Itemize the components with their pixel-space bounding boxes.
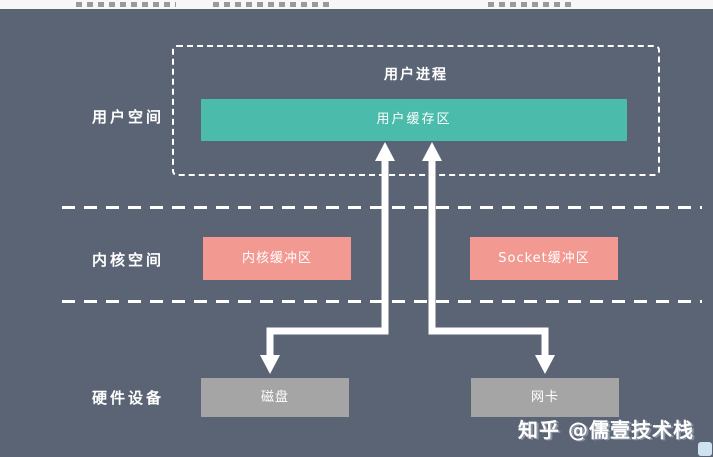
watermark-text: 知乎 @儒壹技术栈: [518, 418, 694, 442]
corner-logo-icon: [698, 442, 712, 456]
arrowhead-down-into-disk: [260, 355, 280, 374]
edge-mark: [76, 2, 176, 7]
label-hardware: 硬件设备: [92, 389, 165, 407]
edge-mark: [213, 2, 329, 7]
edge-mark: [488, 2, 574, 7]
kernel-buffer-box: 内核缓冲区: [203, 237, 351, 280]
user-buffer-box: 用户缓存区: [201, 99, 627, 141]
separator-kernel-hardware: [62, 300, 702, 303]
label-kernel-space: 内核空间: [92, 251, 165, 269]
disk-box: 磁盘: [201, 378, 349, 417]
user-process-box: 用户进程 用户缓存区: [172, 45, 660, 176]
browser-edge-strip: [0, 0, 713, 9]
user-process-title: 用户进程: [384, 67, 448, 83]
nic-box: 网卡: [471, 378, 619, 417]
arrowhead-down-into-nic: [535, 355, 555, 374]
label-user-space: 用户空间: [92, 108, 165, 126]
socket-buffer-box: Socket缓冲区: [470, 237, 618, 280]
separator-user-kernel: [62, 206, 702, 209]
